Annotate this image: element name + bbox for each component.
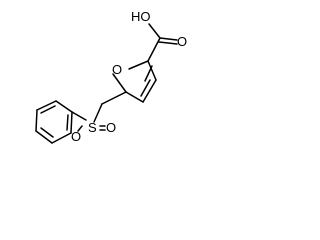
bond-furan-c3-c2 [147, 60, 157, 81]
bond-furan-c5-c4 [125, 91, 144, 103]
bond-benzene-5-6 [51, 132, 72, 144]
bond-furan-c4-c3-inner [140, 79, 151, 97]
atom-label-sulfur: S [88, 120, 97, 135]
bond-benzene-1-2 [55, 100, 73, 113]
bond-benzene-inner-c [66, 114, 69, 131]
bond-benzene-inner-b [40, 127, 54, 138]
bond-carboxyl-c-o-double-1 [159, 37, 178, 41]
bond-furan-c2-o1 [128, 60, 149, 70]
atom-label-furan-oxygen: O [112, 62, 122, 77]
bond-furan-c2-c3-inner [144, 65, 153, 82]
bond-benzene-4-5 [35, 130, 53, 144]
bond-furan-c4-c3-outer [142, 79, 157, 103]
bond-c5-ch2 [101, 91, 127, 105]
bond-furan-o1-c5 [112, 73, 127, 93]
bond-s-o-left-1 [77, 125, 83, 132]
atom-label-sulfonyl-oxygen-left: O [71, 129, 81, 144]
bond-carboxyl-c-o-double-2 [158, 41, 178, 45]
bond-benzene-6-1 [70, 111, 73, 134]
bond-benzene-3-4 [35, 109, 38, 132]
atom-label-carboxyl-oxygen: O [177, 34, 187, 49]
bond-s-phenyl [71, 111, 87, 121]
bond-benzene-inner-a [40, 105, 56, 114]
bond-carboxyl-c-oh [148, 23, 161, 39]
bond-ch2-s [93, 103, 103, 123]
molecule-diagram: HO O O S O O [35, 9, 187, 144]
atom-label-sulfonyl-oxygen-right: O [106, 120, 116, 135]
structure-canvas: HO O O S O O [0, 0, 215, 171]
bond-carboxyl-c-furan-c2 [147, 37, 161, 62]
bond-benzene-2-3 [36, 100, 57, 111]
atom-label-carboxyl-hydroxyl: HO [131, 9, 151, 24]
